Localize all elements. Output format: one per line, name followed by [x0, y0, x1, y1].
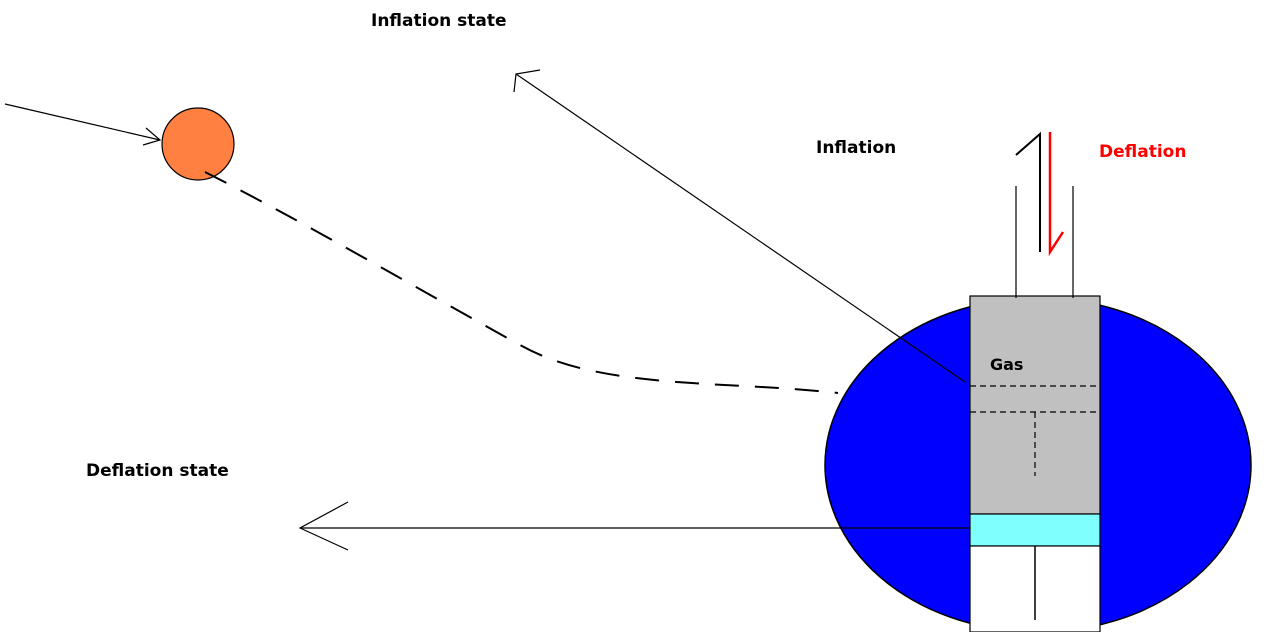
inlet-tube	[1015, 186, 1074, 298]
inflation-state-arrow	[513, 69, 966, 383]
deflation-state-label: Deflation state	[86, 461, 229, 481]
inflation-arrow	[1015, 131, 1041, 252]
gas-chamber	[969, 295, 1101, 515]
small-ball	[161, 107, 235, 181]
deflation-arrow	[1048, 132, 1065, 257]
ball-pointer-arrow	[4, 103, 162, 146]
chamber-dashed-levels	[970, 385, 1100, 476]
piston-band	[969, 513, 1101, 547]
deflation-label: Deflation	[1099, 142, 1186, 162]
deflation-state-arrow	[298, 501, 970, 551]
dashed-trajectory	[204, 171, 839, 394]
inflation-label: Inflation	[816, 138, 896, 158]
gas-label: Gas	[990, 355, 1023, 374]
inflation-state-label: Inflation state	[371, 11, 507, 31]
